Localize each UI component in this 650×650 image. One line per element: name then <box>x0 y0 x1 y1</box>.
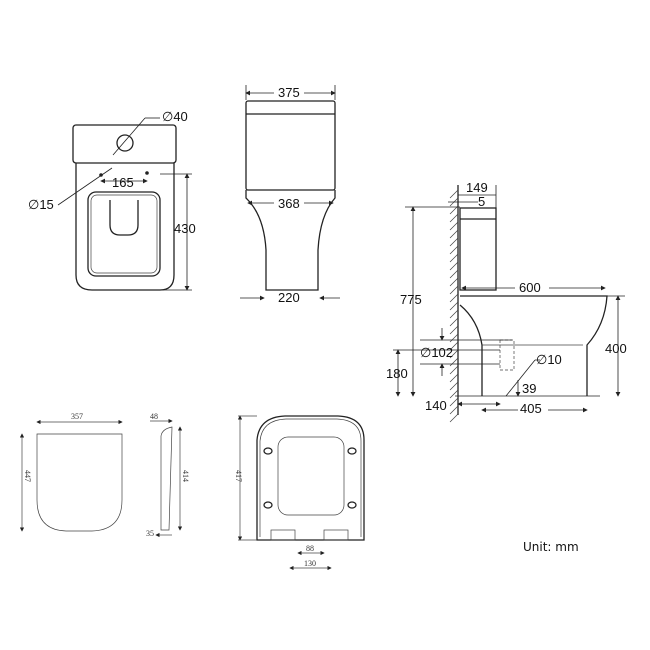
seat-height-label: 400 <box>605 341 627 356</box>
wall-hatch-line <box>449 293 459 303</box>
wall-gap-label: 5 <box>478 194 485 209</box>
wall-hatch-line <box>449 229 459 239</box>
wall-hatch-line <box>449 253 459 263</box>
cistern-depth-label: 149 <box>466 180 488 195</box>
base-width-label: 220 <box>278 290 300 305</box>
outlet-height-label: 180 <box>386 366 408 381</box>
wall-hatch-line <box>449 325 459 335</box>
wall-hatch-line <box>449 405 459 415</box>
outlet-diameter-label: ∅102 <box>420 345 453 360</box>
wall-hatch-line <box>449 213 459 223</box>
seat-bottom-thickness-label: 35 <box>146 529 154 538</box>
wall-hatch-line <box>449 237 459 247</box>
wall-hatch-line <box>449 261 459 271</box>
wall-hatch-line <box>449 333 459 343</box>
hole-diameter-label: ∅40 <box>162 109 188 124</box>
wall-hatch-line <box>449 365 459 375</box>
wall-hatch-line <box>449 221 459 231</box>
wall-hatch-line <box>449 301 459 311</box>
seat-length-label: 447 <box>23 470 32 482</box>
hole-spacing-label: 165 <box>112 175 134 190</box>
unit-label: Unit: mm <box>523 540 579 554</box>
wall-hatch-line <box>449 285 459 295</box>
seat-side-view: 48 414 35 <box>146 412 190 538</box>
side-view: 149 5 775 600 400 ∅102 ∅10 180 39 140 40… <box>386 180 627 423</box>
wall-hatch-line <box>449 317 459 327</box>
projection-label: 600 <box>519 280 541 295</box>
wall-to-outlet-label: 140 <box>425 398 447 413</box>
seat-width-label: 357 <box>71 412 83 421</box>
wall-hatch-line <box>449 397 459 407</box>
wall-hatch-line <box>449 341 459 351</box>
seat-side-length-label: 414 <box>181 470 190 482</box>
seat-top-view: 357 447 <box>19 412 123 532</box>
hinge-inner-label: 88 <box>306 544 314 553</box>
seat-bottom-length-label: 417 <box>234 470 243 482</box>
wall-hatch-line <box>449 413 459 423</box>
wall-hatch-line <box>449 245 459 255</box>
cistern-width-label: 375 <box>278 85 300 100</box>
wall-hatch-line <box>449 277 459 287</box>
seat-bottom-view: 88 130 417 <box>234 415 365 571</box>
wall-hatch-line <box>449 381 459 391</box>
wall-hatch-line <box>449 189 459 199</box>
outlet-to-fixing-label: 405 <box>520 401 542 416</box>
wall-hatch-line <box>449 269 459 279</box>
wall-hatch-line <box>449 349 459 359</box>
wall-hatch-line <box>449 373 459 383</box>
wall-hatch-line <box>449 357 459 367</box>
front-view: 375 368 220 <box>240 85 340 305</box>
hinge-outer-label: 130 <box>304 559 316 568</box>
total-height-label: 775 <box>400 292 422 307</box>
bowl-width-label: 368 <box>278 196 300 211</box>
wall-hatch-line <box>449 389 459 399</box>
bowl-length-label: 430 <box>174 221 196 236</box>
seat-top-thickness-label: 48 <box>150 412 158 421</box>
top-view: ∅40 165 ∅15 430 <box>28 109 196 291</box>
fixing-hole-diameter-label: ∅15 <box>28 197 54 212</box>
wall-hatch-line <box>449 309 459 319</box>
fixing-diameter-label: ∅10 <box>536 352 562 367</box>
fixing-height-label: 39 <box>522 381 536 396</box>
